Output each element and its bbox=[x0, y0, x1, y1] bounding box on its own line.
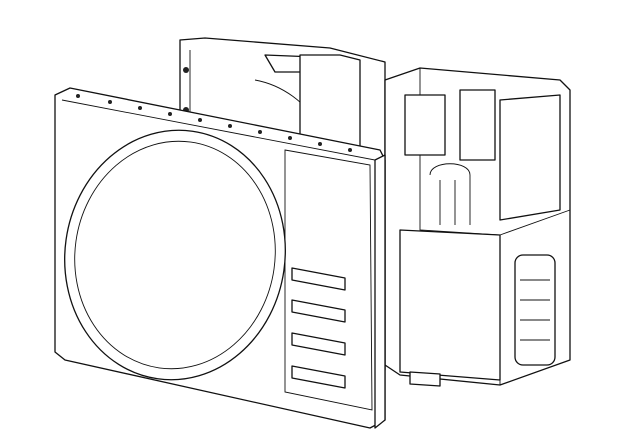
front-panel bbox=[54, 87, 386, 429]
vent-slots bbox=[291, 267, 346, 389]
control-compartment bbox=[384, 67, 571, 387]
